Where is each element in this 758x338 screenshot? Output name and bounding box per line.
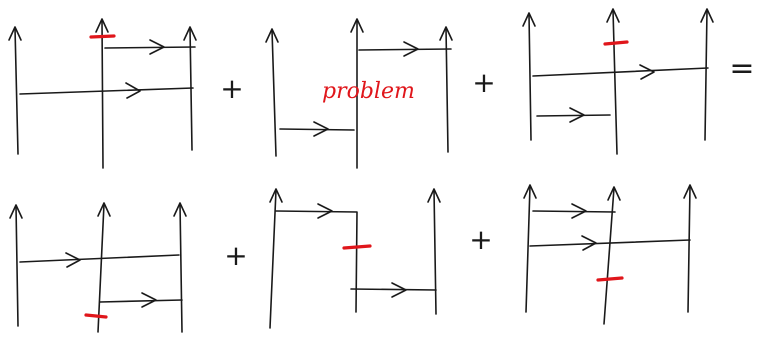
chord [99, 299, 183, 303]
arrowhead-up [607, 186, 621, 201]
chord [350, 288, 437, 291]
strand [687, 185, 691, 313]
arrowhead-up [439, 26, 453, 41]
strand [445, 27, 449, 153]
chord-arrowhead [581, 235, 597, 251]
diagram-row1-term3 [522, 8, 714, 155]
arrowhead-up [183, 26, 197, 41]
arrowhead-up [95, 18, 109, 33]
arrowhead-up [97, 202, 111, 217]
chord-arrowhead [403, 41, 419, 57]
red-mark [84, 313, 108, 319]
chord-arrowhead [317, 203, 333, 219]
red-mark [342, 244, 372, 250]
operator-plus: + [469, 223, 492, 256]
strand [704, 9, 708, 141]
strand [433, 189, 437, 315]
strand [525, 185, 531, 313]
arrowhead-up [683, 184, 697, 199]
strand [275, 210, 358, 313]
strand [269, 189, 277, 329]
chord-arrowhead [65, 252, 81, 268]
problem-annotation: problem [322, 79, 415, 104]
chord-arrowhead [639, 64, 655, 80]
arrowhead-up [427, 188, 441, 203]
chord-arrowhead [313, 121, 329, 137]
operator-plus: + [472, 66, 495, 99]
chord [532, 210, 616, 213]
strand [528, 13, 532, 141]
red-mark [596, 276, 624, 282]
strand [15, 205, 19, 327]
strand [189, 27, 193, 151]
arrowhead-up [173, 202, 187, 217]
chord [279, 128, 355, 131]
chord-arrowhead [569, 107, 585, 123]
strand [179, 203, 183, 333]
diagram-row2-term2 [269, 188, 441, 329]
chord-arrowhead [149, 39, 165, 55]
operator-plus: + [224, 239, 247, 272]
chord [19, 87, 194, 95]
arrowhead-up [606, 8, 620, 23]
strand [97, 203, 105, 333]
diagram-row1-term2: problem [265, 18, 453, 169]
arrowhead-up [8, 26, 22, 41]
arrowhead-up [523, 184, 537, 199]
diagram-row2-term1 [9, 202, 187, 333]
chord [104, 46, 196, 49]
arrowhead-up [269, 188, 283, 203]
chord [19, 254, 180, 263]
strand [271, 29, 277, 157]
chord-arrowhead [571, 203, 587, 219]
arrowhead-up [350, 18, 364, 33]
strand [612, 9, 618, 155]
red-mark [89, 34, 116, 39]
arrowhead-up [265, 28, 279, 43]
red-mark [603, 40, 629, 46]
chord-arrowhead [391, 282, 407, 298]
strand [603, 187, 615, 325]
strand [14, 27, 19, 155]
diagram-row2-term3 [523, 184, 697, 325]
chord-arrowhead [125, 82, 141, 99]
operator-plus: + [220, 72, 243, 105]
chord [529, 239, 691, 247]
operator-equals: = [729, 51, 754, 86]
chord [532, 67, 709, 77]
chord [358, 48, 452, 51]
arrowhead-up [9, 204, 23, 219]
arrowhead-up [522, 12, 536, 27]
strand [101, 19, 104, 169]
chord [536, 114, 611, 117]
diagram-row1-term1 [8, 18, 197, 169]
chord-arrowhead [141, 292, 157, 308]
arrowhead-up [700, 8, 714, 23]
